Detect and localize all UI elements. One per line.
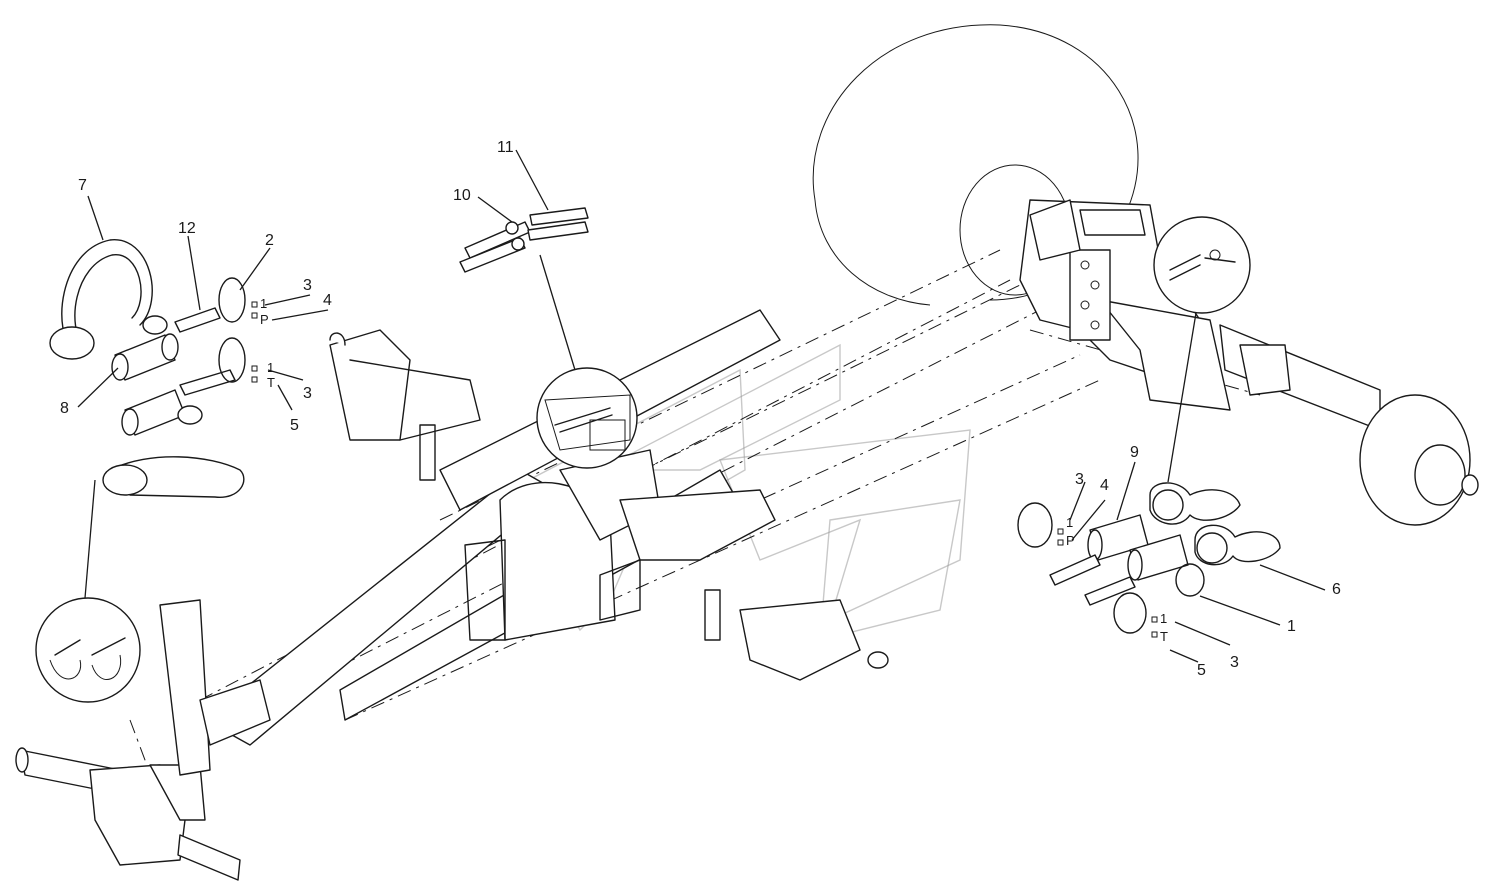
callout-7: 7 bbox=[78, 177, 87, 194]
callout-3-lower-left: 3 bbox=[303, 385, 312, 402]
mark-1-lower-left: 1 bbox=[267, 360, 274, 375]
callout-3-upper-right: 3 bbox=[1075, 471, 1084, 488]
mark-1-lower-right: 1 bbox=[1160, 611, 1167, 626]
coupler-marks: 1 P 1 T 1 P 1 T bbox=[260, 296, 1168, 644]
callout-2: 2 bbox=[265, 232, 274, 249]
mark-t-right: T bbox=[1160, 629, 1168, 644]
callout-10: 10 bbox=[453, 187, 471, 204]
callout-labels: 7 12 2 3 4 8 3 5 11 10 9 3 4 6 1 3 5 bbox=[60, 139, 1341, 679]
callout-4-right: 4 bbox=[1100, 477, 1109, 494]
leader-lines bbox=[77, 149, 1326, 663]
front-axle-assembly bbox=[15, 599, 271, 881]
callout-4-left: 4 bbox=[323, 292, 332, 309]
mark-t-left: T bbox=[267, 375, 275, 390]
mark-p-left: P bbox=[260, 312, 269, 327]
callout-5-left: 5 bbox=[290, 417, 299, 434]
callout-8: 8 bbox=[60, 400, 69, 417]
left-coupler-group bbox=[49, 239, 258, 498]
mark-1-upper-left: 1 bbox=[260, 296, 267, 311]
detail-circle-left bbox=[35, 597, 141, 703]
mark-p-right: P bbox=[1066, 533, 1075, 548]
callout-6: 6 bbox=[1332, 581, 1341, 598]
callout-9: 9 bbox=[1130, 444, 1139, 461]
callout-12: 12 bbox=[178, 220, 196, 237]
callout-3-upper-left: 3 bbox=[303, 277, 312, 294]
rear-axle-assembly bbox=[1019, 199, 1479, 526]
detail-circle-center bbox=[536, 367, 638, 469]
right-coupler-group bbox=[1017, 482, 1281, 638]
detail-circle-right bbox=[1153, 216, 1251, 314]
drawbar-frame bbox=[204, 309, 889, 746]
callout-5-right: 5 bbox=[1197, 662, 1206, 679]
center-fittings-group bbox=[459, 207, 589, 273]
callout-11: 11 bbox=[497, 139, 514, 156]
mark-1-upper-right: 1 bbox=[1066, 515, 1073, 530]
callout-3-lower-right: 3 bbox=[1230, 654, 1239, 671]
callout-1: 1 bbox=[1287, 618, 1296, 635]
